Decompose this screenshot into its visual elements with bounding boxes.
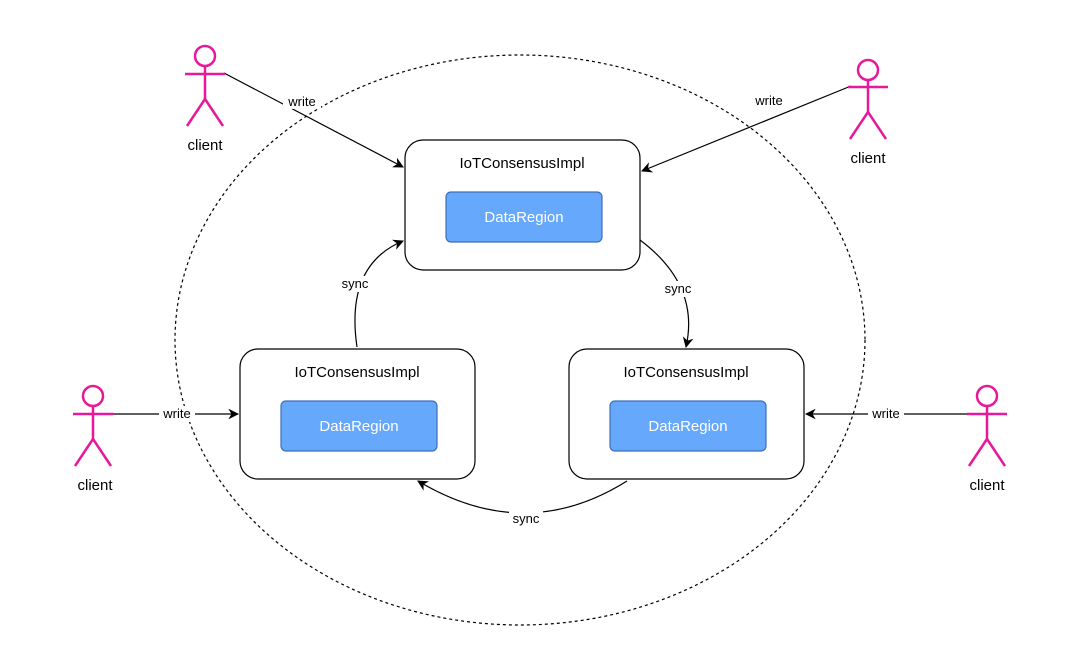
client-top-left-label: client: [187, 137, 223, 154]
node-left-title: IoTConsensusImpl: [294, 364, 419, 381]
edge-write-top-left-line: [223, 72, 404, 168]
edge-sync-top-to-right-label-bg: [661, 281, 695, 297]
node-right[interactable]: IoTConsensusImpl DataRegion: [568, 348, 805, 480]
edge-sync-right-to-left-line: [417, 480, 628, 514]
client-top-right: client: [848, 58, 888, 167]
edge-write-top-left: write: [223, 72, 404, 168]
edge-write-bottom-right-label: write: [871, 406, 899, 421]
actor-icon: [967, 384, 1007, 467]
edge-sync-left-to-top-label-bg: [338, 276, 372, 292]
actor-icon: [848, 58, 888, 140]
edge-write-bottom-right: write: [804, 406, 968, 422]
edge-write-bottom-left: write: [112, 406, 240, 422]
node-right-title: IoTConsensusImpl: [623, 364, 748, 381]
edge-sync-left-to-top-line: [354, 239, 404, 348]
edge-write-bottom-left-label-bg: [159, 406, 195, 422]
node-left[interactable]: IoTConsensusImpl DataRegion: [239, 348, 476, 480]
client-bottom-right-label: client: [969, 477, 1005, 494]
data-region-top-box: [445, 191, 603, 243]
client-bottom-left-label: client: [77, 477, 113, 494]
edge-sync-right-to-left: sync: [417, 480, 628, 527]
client-bottom-left: client: [73, 384, 113, 494]
data-region-right-label: DataRegion: [648, 418, 727, 435]
edge-write-top-right-label: write: [754, 93, 782, 108]
data-region-left-box: [280, 400, 438, 452]
edge-sync-left-to-top: sync: [338, 239, 404, 348]
client-top-right-label: client: [850, 150, 886, 167]
edge-write-top-right-line: [640, 85, 852, 173]
edge-write-top-right-label-bg: [750, 93, 788, 109]
data-region-top[interactable]: DataRegion: [445, 191, 603, 243]
cluster-boundary: [174, 54, 866, 626]
data-region-left[interactable]: DataRegion: [280, 400, 438, 452]
edge-sync-top-to-right-label: sync: [665, 281, 692, 296]
edge-write-bottom-right-label-bg: [868, 406, 904, 422]
client-top-left: client: [185, 44, 225, 154]
actor-icon: [185, 44, 225, 127]
node-top-title: IoTConsensusImpl: [459, 155, 584, 172]
edge-write-top-left-label-bg: [283, 93, 321, 109]
data-region-left-label: DataRegion: [319, 418, 398, 435]
edge-sync-right-to-left-label: sync: [513, 511, 540, 526]
node-top[interactable]: IoTConsensusImpl DataRegion: [404, 139, 641, 271]
edge-sync-left-to-top-label: sync: [342, 276, 369, 291]
data-region-top-label: DataRegion: [484, 209, 563, 226]
edge-write-top-left-label: write: [287, 94, 315, 109]
edge-write-top-right: write: [640, 85, 852, 173]
edge-write-bottom-left-label: write: [162, 406, 190, 421]
client-bottom-right: client: [967, 384, 1007, 494]
data-region-right[interactable]: DataRegion: [609, 400, 767, 452]
edge-sync-right-to-left-label-bg: [509, 511, 543, 527]
actor-icon: [73, 384, 113, 467]
data-region-right-box: [609, 400, 767, 452]
edge-sync-top-to-right: sync: [639, 239, 695, 349]
